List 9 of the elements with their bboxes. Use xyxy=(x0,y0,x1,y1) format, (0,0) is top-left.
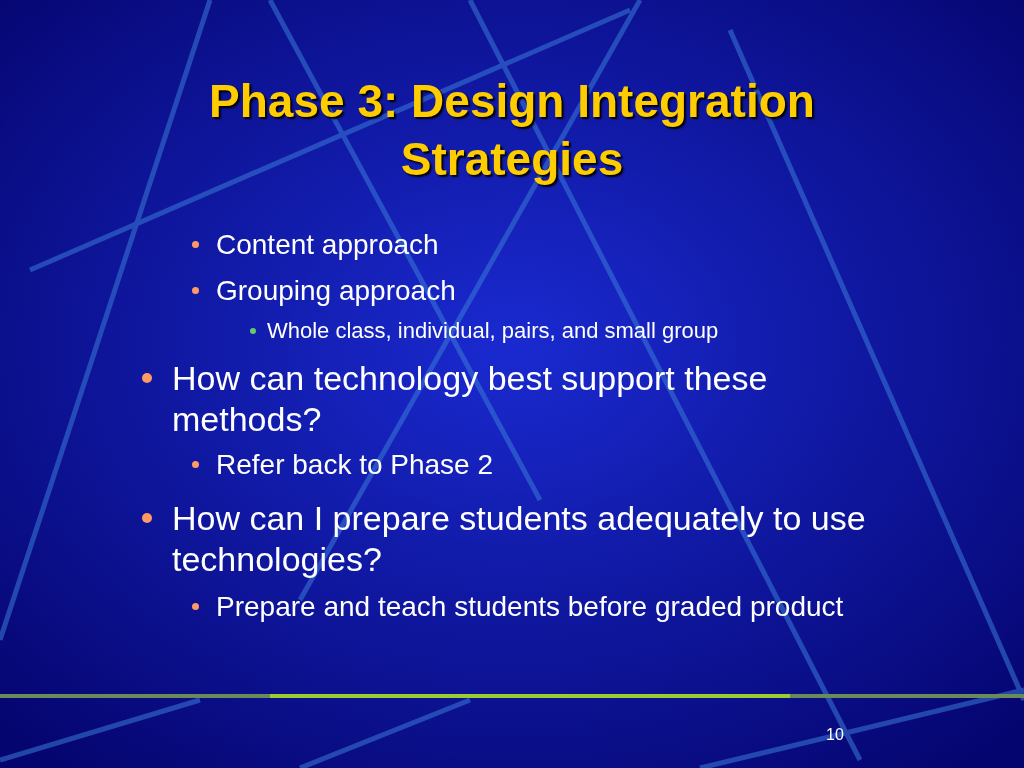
slide-title: Phase 3: Design Integration Strategies xyxy=(208,74,816,187)
bullet-question: How can technology best support these methods? xyxy=(172,358,769,440)
bullet-point: Prepare and teach students before graded product xyxy=(216,590,845,624)
bullet-point: Refer back to Phase 2 xyxy=(216,448,495,482)
page-number: 10 xyxy=(826,726,844,744)
sub-bullet-point: Whole class, individual, pairs, and small group xyxy=(267,318,720,345)
bullet-point: Grouping approach xyxy=(216,274,457,308)
bullet-point: Content approach xyxy=(216,228,440,262)
bullet-question: How can I prepare students adequately to use technologies? xyxy=(172,498,867,580)
